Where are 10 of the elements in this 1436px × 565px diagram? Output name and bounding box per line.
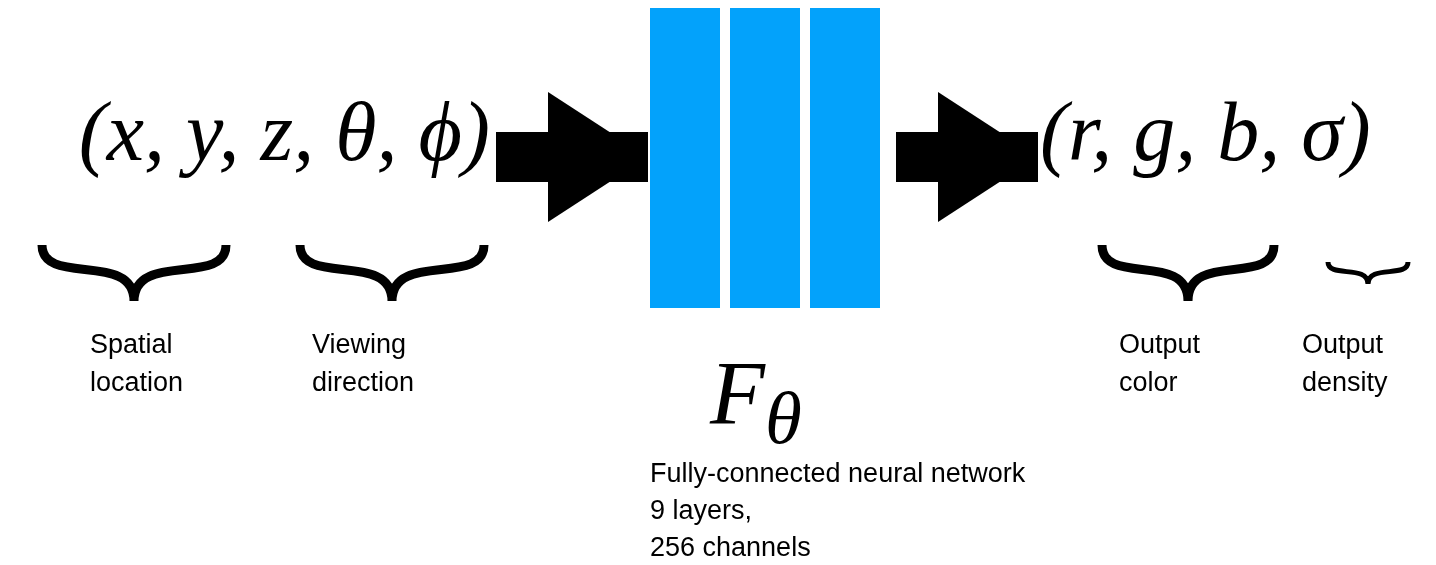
brace-label: Spatial location: [90, 328, 185, 399]
network-description: Fully-connected neural network: [650, 457, 1026, 490]
function-symbol: F$_{θ}$: [710, 349, 802, 455]
brace-label: Output density: [1302, 328, 1389, 399]
block-arrow: [496, 92, 648, 222]
brace-label: Viewing direction: [312, 328, 416, 399]
network-description: 256 channels: [650, 531, 811, 564]
block-arrow: [896, 92, 1038, 222]
brace-label: Output color: [1119, 328, 1202, 399]
network-description: 9 layers,: [650, 494, 753, 527]
